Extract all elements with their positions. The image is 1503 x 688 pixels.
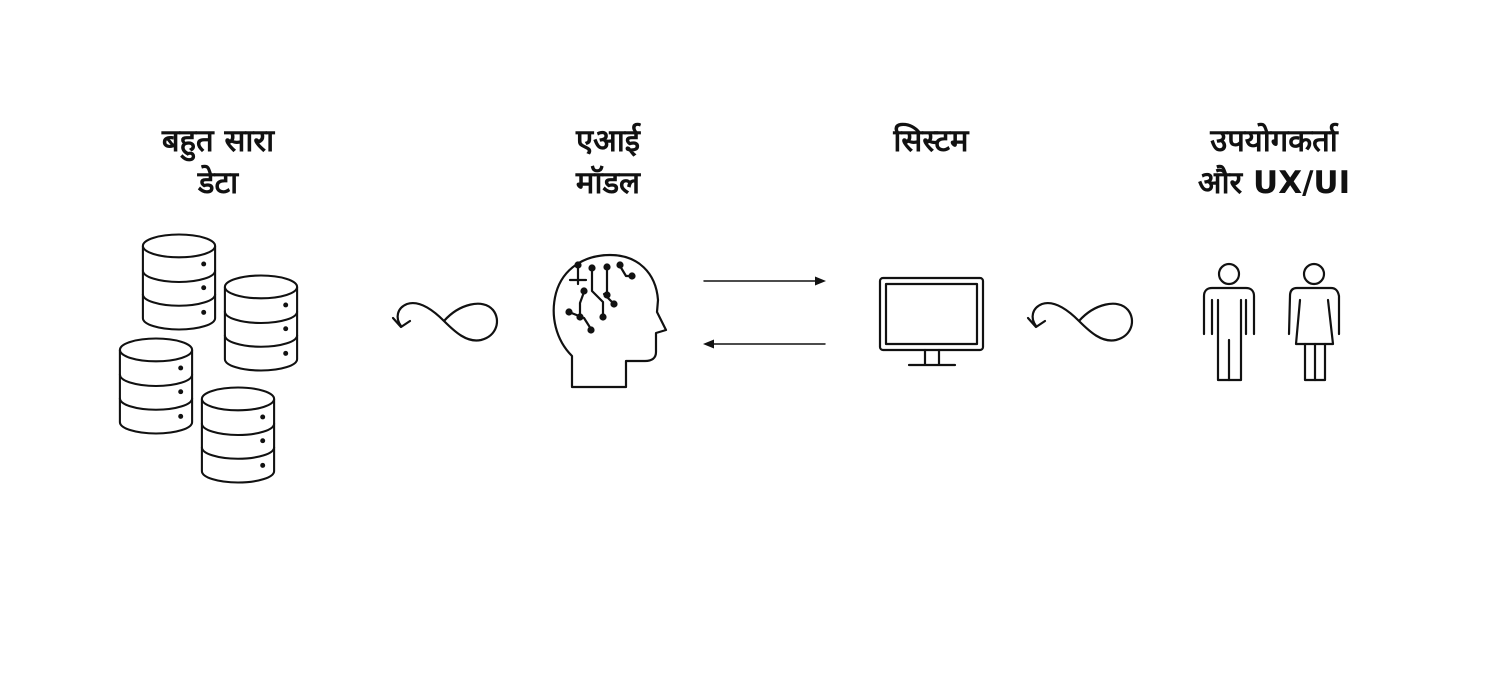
database-cylinder-1 — [141, 233, 217, 331]
label-data-line2: डेटा — [197, 165, 239, 201]
label-ai-model: एआई मॉडल — [508, 120, 708, 204]
bidirectional-arrows-icon — [703, 276, 826, 349]
database-cylinder-4 — [200, 386, 276, 484]
label-data-line1: बहुत सारा — [161, 123, 275, 159]
woman-figure-icon — [1287, 262, 1341, 382]
label-user-uxui: उपयोगकर्ता और UX/UI — [1174, 120, 1374, 204]
database-cylinder-3 — [118, 337, 194, 435]
label-data: बहुत सारा डेटा — [118, 120, 318, 204]
database-stack-icon — [118, 233, 299, 484]
computer-monitor-icon — [878, 276, 985, 367]
database-cylinder-2 — [223, 274, 299, 372]
label-user-line2: और UX/UI — [1197, 165, 1351, 201]
label-ai-line2: मॉडल — [575, 165, 641, 201]
label-system: सिस्टम — [831, 120, 1031, 162]
label-user-line1: उपयोगकर्ता — [1210, 123, 1338, 159]
label-ai-line1: एआई — [575, 123, 641, 159]
man-figure-icon — [1202, 262, 1256, 382]
infinity-loop-icon — [1026, 302, 1134, 342]
infinity-loop-icon — [391, 302, 499, 342]
ai-brain-head-icon — [552, 253, 668, 389]
label-system-line1: सिस्टम — [893, 123, 969, 159]
